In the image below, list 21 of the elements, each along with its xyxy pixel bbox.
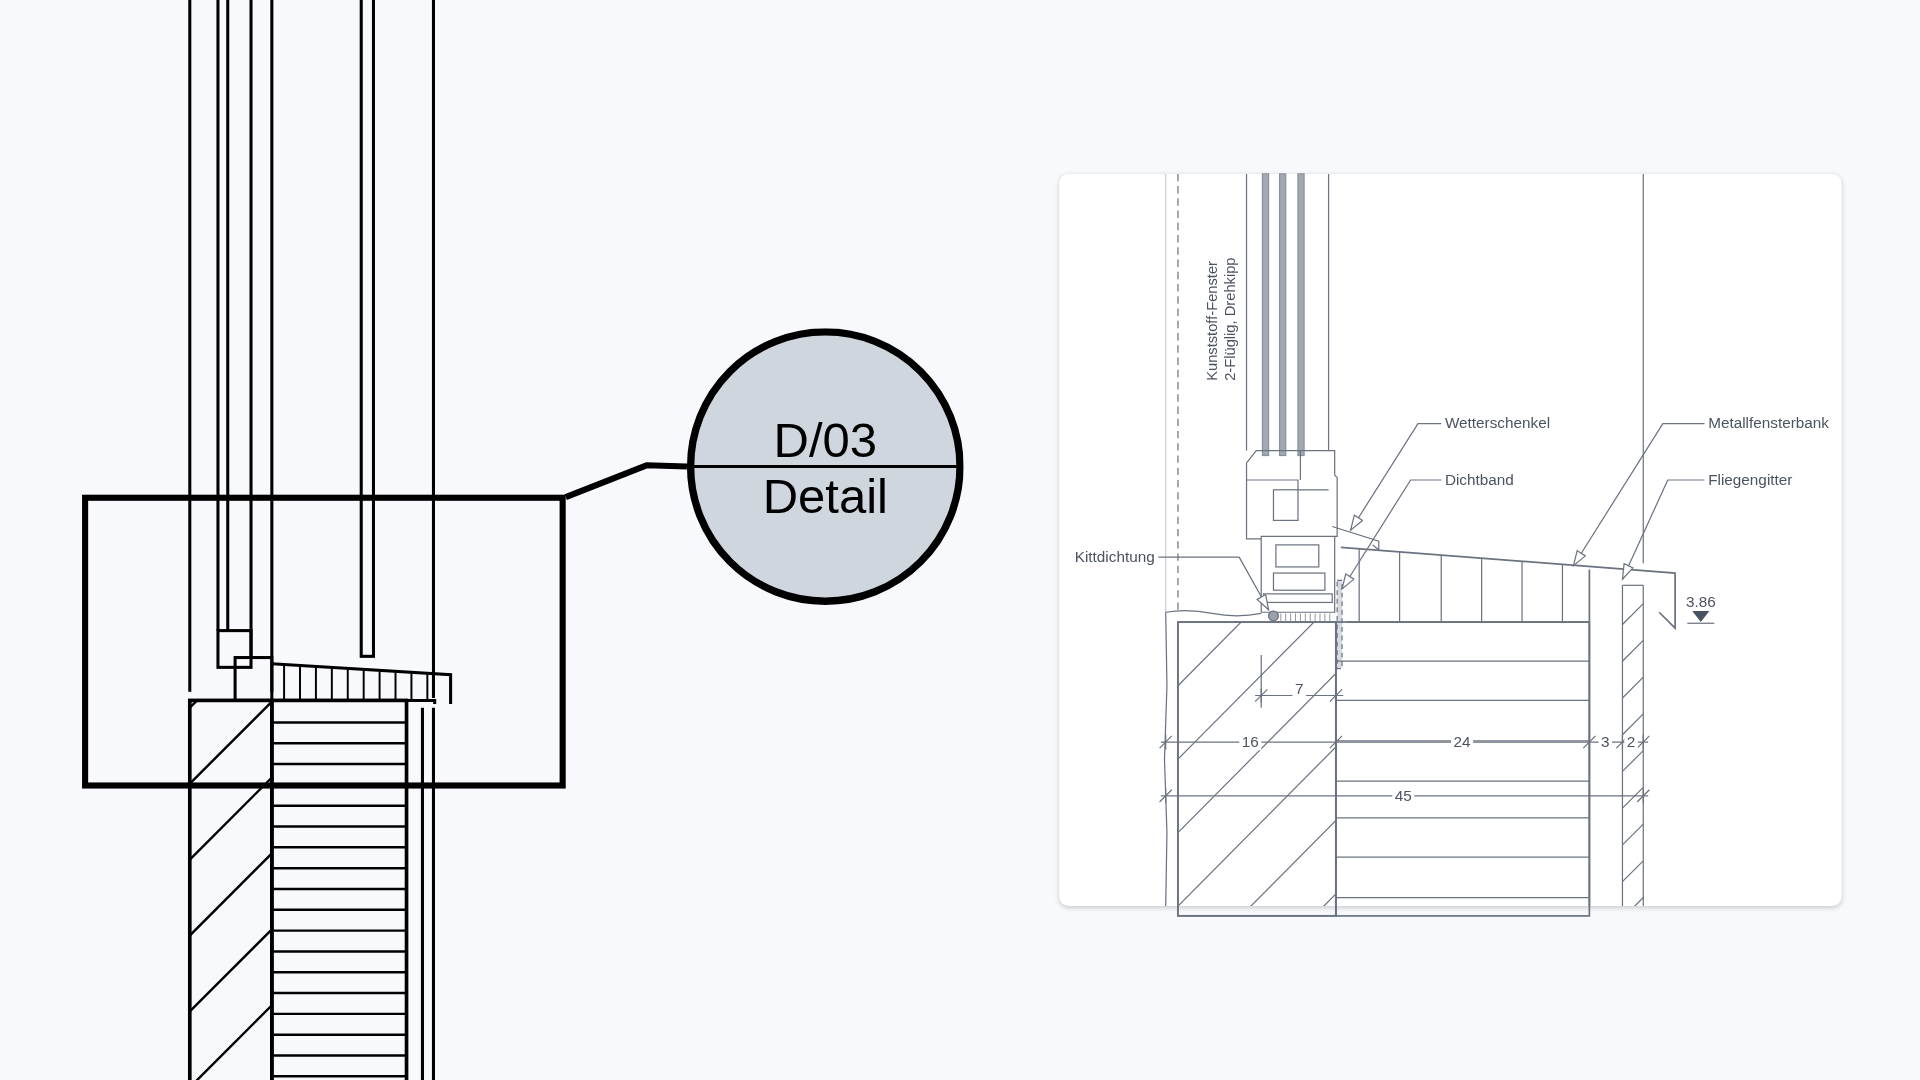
window-type-note: Kunststoff-Fenster 2-Flüglig, Drehkipp (1205, 256, 1239, 381)
detail-title: Detail (762, 471, 888, 521)
leader-line (1157, 556, 1270, 611)
dimension-value: 45 (1392, 788, 1415, 804)
dimension-value: 16 (1239, 734, 1262, 750)
leader-line (564, 462, 688, 500)
leader-line (1572, 423, 1706, 567)
dimension-value: 3 (1598, 734, 1612, 750)
callout-label: Fliegengitter (1708, 472, 1793, 488)
detail-number: D/03 (773, 415, 878, 465)
callout-label: Metallfensterbank (1708, 416, 1829, 432)
dimension-value: 2 (1624, 734, 1638, 750)
dimension-value: 7 (1292, 681, 1306, 698)
dimension-value: 24 (1451, 734, 1473, 750)
callout-label: Wetterschenkel (1444, 416, 1551, 432)
leader-line (1350, 423, 1442, 531)
leader-line (1341, 479, 1442, 590)
detail-frame (82, 494, 566, 789)
leader-line (1621, 479, 1706, 580)
callout-label: Dichtband (1444, 472, 1514, 488)
callout-label: Kittdichtung (1074, 549, 1155, 565)
